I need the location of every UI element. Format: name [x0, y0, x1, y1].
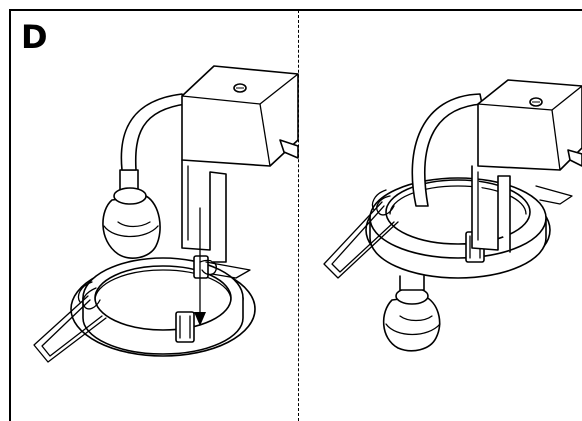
right-panel-after-insertion [323, 79, 582, 352]
left-panel-before-insertion [33, 65, 299, 363]
cable [411, 93, 483, 207]
mounting-bracket [471, 165, 511, 253]
panel-divider [298, 10, 299, 421]
down-arrow-icon [194, 207, 206, 326]
mounting-bracket [181, 159, 227, 263]
spring-clip-left [33, 281, 107, 363]
spring-clip-left [323, 189, 399, 279]
mounting-ring [70, 255, 256, 357]
mounting-ring [365, 177, 551, 279]
lamp-socket [382, 275, 441, 352]
screw-icon [529, 97, 543, 107]
junction-box [477, 79, 582, 171]
lamp-socket [102, 169, 161, 259]
step-label: D [21, 18, 48, 56]
screw-icon [233, 83, 247, 93]
spring-clip-right [535, 185, 573, 205]
spring-clip-right [199, 259, 251, 279]
junction-box [181, 65, 299, 167]
cable [120, 93, 187, 171]
